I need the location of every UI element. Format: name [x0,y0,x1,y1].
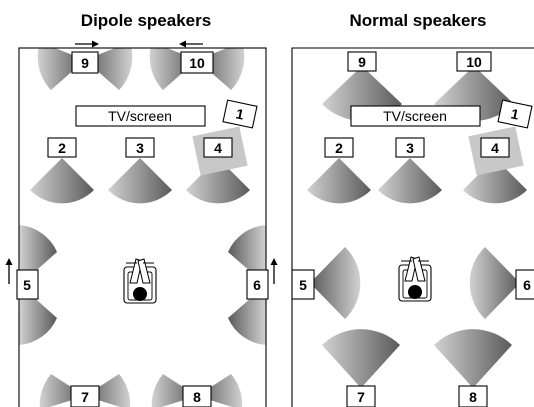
speaker-8-label: 8 [458,385,488,407]
speaker-3-label: 3 [125,137,155,158]
speaker-5-label: 5 [16,269,39,300]
speaker-4-cone [186,158,250,204]
svg-text:7: 7 [81,389,89,405]
svg-text:5: 5 [299,277,307,293]
dipole-title: Dipole speakers [81,11,211,30]
speaker-8-cone [434,329,512,388]
normal-title: Normal speakers [349,11,486,30]
svg-text:9: 9 [81,55,89,71]
speaker-5-arrow-icon [5,258,13,284]
speaker-4-label: 4 [203,137,233,158]
svg-text:8: 8 [193,389,201,405]
speaker-6-cone [469,247,520,319]
svg-text:9: 9 [358,54,366,70]
speaker-1-label: 1 [497,99,533,129]
speaker-7-cone [322,329,400,388]
dipole-tv-screen-label: TV/screen [108,108,172,124]
svg-text:1: 1 [510,105,521,122]
svg-text:4: 4 [214,140,222,156]
svg-text:7: 7 [357,389,365,405]
svg-text:10: 10 [189,55,205,71]
speaker-8-label: 8 [182,385,212,407]
normal-tv-screen-label: TV/screen [383,108,447,124]
speaker-4-cone [463,158,527,204]
speaker-4-label: 4 [480,137,510,158]
dipole-diagram: TV/screen 1 2 3 4 5 6 7 [5,40,278,407]
normal-tv-screen [350,105,481,127]
dipole-room-outline [18,47,267,407]
speaker-9-arrow-icon [75,40,99,48]
speaker-6-arrow-icon [270,258,278,284]
speaker-6-label: 6 [515,269,534,300]
speaker-2-label: 2 [324,137,354,158]
svg-text:6: 6 [523,277,531,293]
svg-text:3: 3 [406,140,414,156]
speaker-3-cone [108,158,172,204]
speaker-2-cone [30,158,94,204]
svg-text:2: 2 [58,140,66,156]
speaker-3-label: 3 [395,137,425,158]
speaker-1-label: 1 [222,99,258,129]
svg-text:10: 10 [466,54,482,70]
speaker-10-arrow-icon [179,40,203,48]
speaker-7-label: 7 [70,385,100,407]
dipole-listener-icon [123,258,157,304]
speaker-6-label: 6 [246,269,269,300]
svg-text:6: 6 [253,277,261,293]
normal-listener-icon [398,256,432,302]
svg-text:5: 5 [23,277,31,293]
speaker-9-label: 9 [347,51,377,72]
speaker-3-cone [378,158,442,204]
speaker-9-label: 9 [71,51,99,74]
svg-text:3: 3 [136,140,144,156]
speaker-5-cone [310,247,361,319]
speaker-2-label: 2 [47,137,77,158]
speaker-10-label: 10 [180,51,214,74]
svg-text:4: 4 [491,140,499,156]
svg-text:8: 8 [469,389,477,405]
svg-text:2: 2 [335,140,343,156]
normal-diagram: TV/screen 1 2 3 4 5 6 7 [291,47,534,407]
speaker-5-label: 5 [291,269,315,300]
svg-text:1: 1 [235,105,246,122]
dipole-tv-screen [75,105,206,127]
speaker-7-label: 7 [346,385,376,407]
speaker-2-cone [307,158,371,204]
speaker-10-label: 10 [456,51,492,72]
